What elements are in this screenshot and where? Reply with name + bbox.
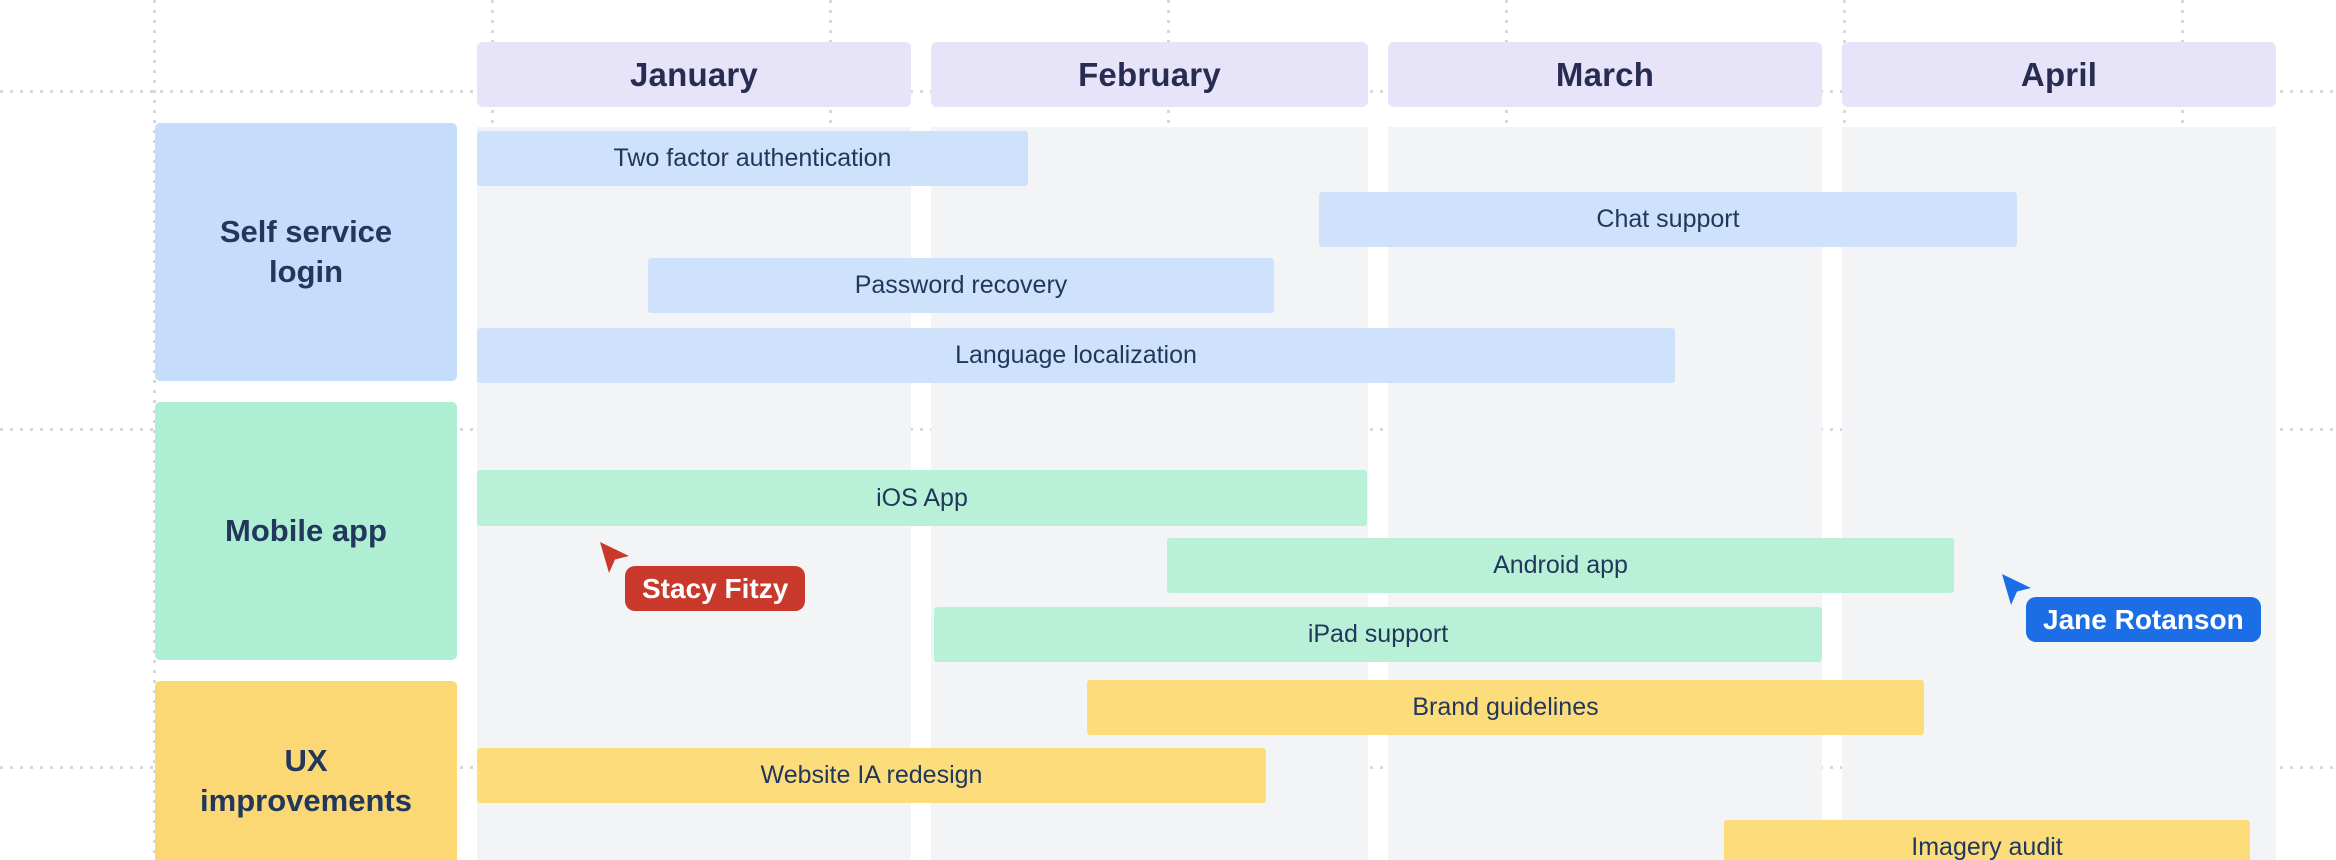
task-bar[interactable]: Chat support bbox=[1319, 192, 2017, 247]
collaborator-cursor-icon bbox=[2000, 574, 2034, 608]
group-label-ux-improvements[interactable]: UX improvements bbox=[155, 681, 457, 860]
month-header-february[interactable]: February bbox=[931, 42, 1368, 107]
collaborator-name-badge: Jane Rotanson bbox=[2026, 597, 2261, 642]
collaborator-name-badge: Stacy Fitzy bbox=[625, 566, 806, 611]
month-column-band bbox=[1842, 127, 2276, 860]
task-bar[interactable]: Imagery audit bbox=[1724, 820, 2250, 860]
month-header-march[interactable]: March bbox=[1388, 42, 1822, 107]
task-bar[interactable]: iPad support bbox=[934, 607, 1822, 662]
group-label-mobile-app[interactable]: Mobile app bbox=[155, 402, 457, 660]
task-bar[interactable]: Language localization bbox=[477, 328, 1675, 383]
task-bar[interactable]: Android app bbox=[1167, 538, 1954, 593]
task-bar[interactable]: Two factor authentication bbox=[477, 131, 1028, 186]
group-label-self-service-login[interactable]: Self service login bbox=[155, 123, 457, 381]
collaborator-cursor-icon bbox=[598, 542, 632, 576]
task-bar[interactable]: Brand guidelines bbox=[1087, 680, 1924, 735]
task-bar[interactable]: Website IA redesign bbox=[477, 748, 1266, 803]
month-column-band bbox=[1388, 127, 1822, 860]
task-bar[interactable]: iOS App bbox=[477, 470, 1367, 526]
month-header-april[interactable]: April bbox=[1842, 42, 2276, 107]
task-bar[interactable]: Password recovery bbox=[648, 258, 1274, 313]
month-header-january[interactable]: January bbox=[477, 42, 911, 107]
